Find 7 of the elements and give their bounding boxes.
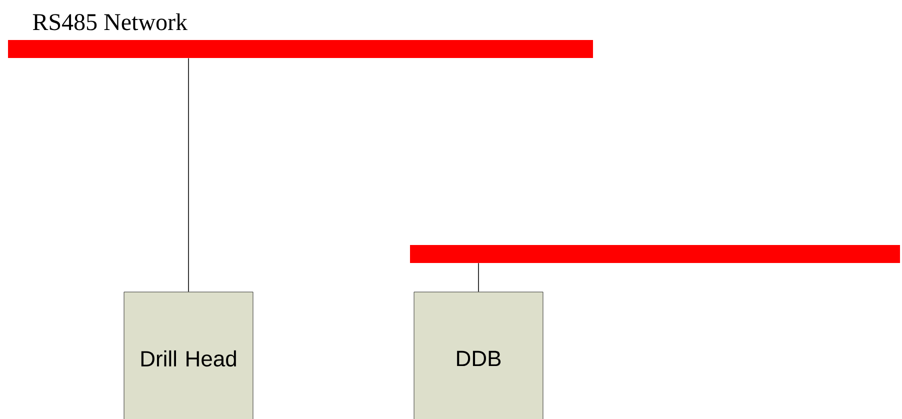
connector-line <box>478 262 479 292</box>
device-box: Drill Head <box>124 292 254 419</box>
bus-bar <box>410 244 900 263</box>
connector-line <box>188 58 189 292</box>
device-box: DDB <box>414 292 544 419</box>
bus-bar <box>8 40 593 58</box>
bus-label: RS485 Network <box>32 13 188 30</box>
